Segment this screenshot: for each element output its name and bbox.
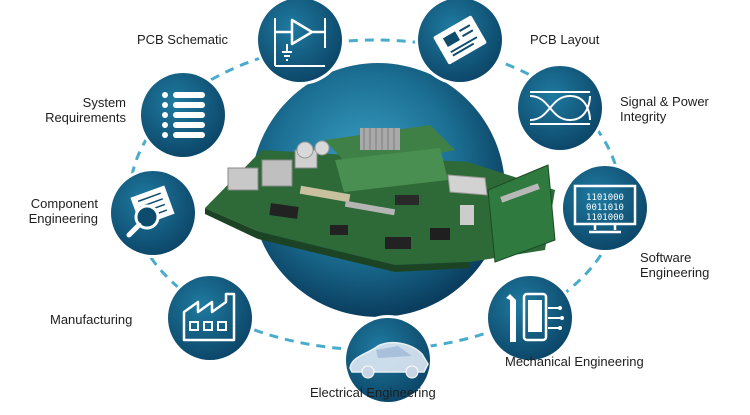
node-system-requirements — [138, 70, 228, 160]
node-manufacturing — [165, 273, 255, 363]
label-pcb-schematic: PCB Schematic — [60, 32, 228, 47]
eye-diagram-icon — [529, 91, 591, 125]
label-electrical-engineering: Electrical Engineering — [310, 385, 436, 400]
label-manufacturing: Manufacturing — [50, 312, 132, 327]
label-line: Requirements — [45, 110, 126, 125]
node-component-engineering — [108, 168, 198, 258]
label-line: Mechanical Engineering — [505, 354, 644, 369]
label-line: System — [82, 95, 126, 110]
node-signal-power-integrity — [515, 63, 605, 153]
list-icon — [162, 92, 205, 138]
label-line: PCB Schematic — [136, 32, 228, 47]
node-mechanical-engineering — [485, 273, 575, 363]
node-pcb-layout — [415, 0, 505, 85]
factory-icon — [182, 292, 236, 342]
svg-text:0011010: 0011010 — [586, 203, 624, 213]
label-line: Electrical Engineering — [310, 385, 436, 400]
svg-text:1101000: 1101000 — [586, 213, 624, 223]
label-mechanical-engineering: Mechanical Engineering — [505, 354, 644, 369]
label-line: Signal & Power — [620, 94, 709, 109]
car-icon — [349, 341, 429, 379]
pcb-board-image — [205, 125, 556, 272]
label-component-engineering: Component Engineering — [2, 196, 98, 226]
label-system-requirements: System Requirements — [20, 95, 126, 125]
node-circle — [168, 276, 252, 360]
label-pcb-layout: PCB Layout — [530, 32, 599, 47]
circuit-schematic-icon — [274, 18, 326, 67]
node-circle — [258, 0, 342, 82]
label-line: Engineering — [640, 265, 710, 280]
label-line: Manufacturing — [50, 312, 133, 327]
label-line: PCB Layout — [530, 32, 600, 47]
magnifier-chip-icon — [126, 185, 175, 238]
node-circle — [518, 66, 602, 150]
wrench-phone-icon — [506, 292, 564, 342]
node-pcb-schematic — [255, 0, 345, 85]
label-line: Engineering — [28, 211, 98, 226]
label-signal-power-integrity: Signal & Power Integrity — [620, 94, 709, 124]
label-line: Software — [640, 250, 692, 265]
svg-text:1101000: 1101000 — [586, 193, 624, 203]
label-line: Component — [30, 196, 98, 211]
label-software-engineering: Software Engineering — [640, 250, 709, 280]
label-line: Integrity — [620, 109, 667, 124]
pcb-layout-icon — [433, 15, 487, 65]
node-electrical-engineering — [343, 315, 433, 405]
